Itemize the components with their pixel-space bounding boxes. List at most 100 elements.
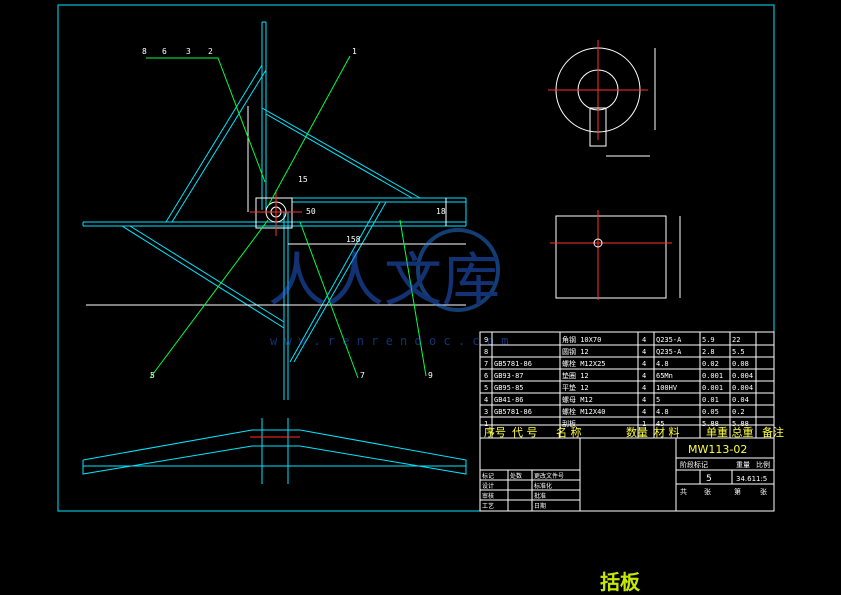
watermark: 人人文库 w w w . r e n r e n d o c . c o m [268,228,508,348]
bom-cell-name: 螺栓 M12X40 [562,407,606,416]
drawing-number: MW113-02 [688,443,747,456]
bom-cell-no: 3 [484,408,488,416]
balloon-1: 1 [352,47,357,56]
bom-cell-name: 平垫 12 [562,383,589,392]
bom-cell-total: 0.08 [732,360,749,368]
bom-cell-unit: 5.88 [702,420,719,428]
bom-cell-code: GB95-85 [494,384,524,392]
drawing-frame [57,4,775,512]
bom-cell-no: 9 [484,336,488,344]
bom-cell-name: 圆钢 12 [562,347,589,356]
bom-header-note: 备注 [762,425,784,439]
bom-cell-qty: 4 [642,372,646,380]
mark-label-3: 更改文件号 [534,472,564,480]
square-detail-view [550,210,681,300]
bom-cell-total: 0.2 [732,408,745,416]
bom-cell-qty: 4 [642,408,646,416]
bom-cell-no: 8 [484,348,488,356]
bom-cell-total: 5.5 [732,348,745,356]
bom-header: 序号 代 号 名 称 数量 材 料 单重 总重 备注 [484,425,784,439]
bom-cell-unit: 0.001 [702,384,723,392]
bom-cell-code: GB93-87 [494,372,524,380]
bom-cell-code: GB5781-86 [494,408,532,416]
balloon-8: 8 [142,47,147,56]
balloon-9: 9 [428,371,433,380]
mark-label-1: 标记 [482,472,494,480]
weight-label: 重量 [736,461,750,469]
bom-cell-material: Q235-A [656,348,682,356]
bom-cell-no: 6 [484,372,488,380]
sheet-label-3: 第 [734,487,741,496]
dim-158: 158 [346,235,361,244]
bom-cell-material: 100HV [656,384,678,392]
scale-label: 比例 [756,460,770,469]
bom-cell-name: 螺母 M12 [562,395,593,404]
bom-cell-unit: 0.001 [702,372,723,380]
role-approve: 批准 [534,492,546,500]
bom-cell-material: 65Mn [656,372,673,380]
dim-50: 50 [306,207,316,216]
title-block [479,437,775,512]
role-date: 日期 [534,502,546,510]
bom-cell-qty: 4 [642,384,646,392]
bom-cell-no: 1 [484,420,488,428]
bom-cell-total: 0.004 [732,372,753,380]
sheet-label-4: 张 [760,487,767,496]
bom-cell-total: 0.04 [732,396,749,404]
dim-18: 18 [436,207,446,216]
bom-header-material: 材 料 [654,425,680,439]
bom-cell-material: 4.8 [656,360,669,368]
circle-detail-view [548,40,656,157]
role-process: 工艺 [482,502,494,510]
bom-cell-material: 4.8 [656,408,669,416]
bom-cell-total: 0.004 [732,384,753,392]
mark-label-2: 处数 [510,472,522,480]
scale-value: 1:5 [756,475,767,483]
bom-cell-unit: 0.02 [702,360,719,368]
bom-cell-material: 5 [656,396,660,404]
bom-cell-unit: 0.01 [702,396,719,404]
balloon-2: 2 [208,47,213,56]
bom-cell-qty: 1 [642,420,646,428]
bom-cell-unit: 5.9 [702,336,715,344]
bom-cell-code: GB5781-86 [494,360,532,368]
bom-header-no: 序号 [484,425,506,439]
bom-cell-qty: 4 [642,336,646,344]
balloon-7: 7 [360,371,365,380]
bom-cell-name: 刮板 [562,419,576,428]
stage-label: 阶段标记 [680,460,708,469]
quantity-value: 5 [706,474,712,484]
bom-cell-qty: 4 [642,348,646,356]
bom-header-weight: 单重 总重 [706,425,754,439]
balloon-6: 6 [162,47,167,56]
balloon-5: 5 [150,371,155,380]
bom-table [479,331,775,439]
bom-header-qty: 数量 [626,426,648,439]
bom-cell-material: Q235-A [656,336,682,344]
role-standard: 标准化 [534,482,552,490]
bom-cell-qty: 4 [642,360,646,368]
bom-cell-no: 7 [484,360,488,368]
title-block-text: MW113-02 阶段标记 重量 比例 5 34.61 1:5 共 张 第 张 … [482,443,770,510]
watermark-text: 人人文库 [268,246,500,314]
bom-header-name: 名 称 [556,425,582,439]
annotations: 8 6 3 2 1 5 7 9 15 50 18 158 [142,47,446,380]
role-design: 设计 [482,482,494,490]
main-view [82,21,467,400]
bom-cell-name: 垫圈 12 [562,371,589,380]
bom-cell-name: 螺栓 M12X25 [562,359,606,368]
bom-cell-code: GB41-86 [494,396,524,404]
sheet-label-2: 张 [704,487,711,496]
bom-cell-material: 45 [656,420,664,428]
sheet-label-1: 共 [680,487,687,496]
balloon-3: 3 [186,47,191,56]
bom-cell-unit: 0.05 [702,408,719,416]
watermark-url: w w w . r e n r e n d o c . c o m [270,334,508,348]
bom-cell-unit: 2.8 [702,348,715,356]
weight-value: 34.61 [736,475,756,483]
bom-cell-no: 4 [484,396,488,404]
bom-cell-name: 角钢 10X70 [562,335,601,344]
bom-cell-total: 22 [732,336,740,344]
bom-cell-qty: 4 [642,396,646,404]
